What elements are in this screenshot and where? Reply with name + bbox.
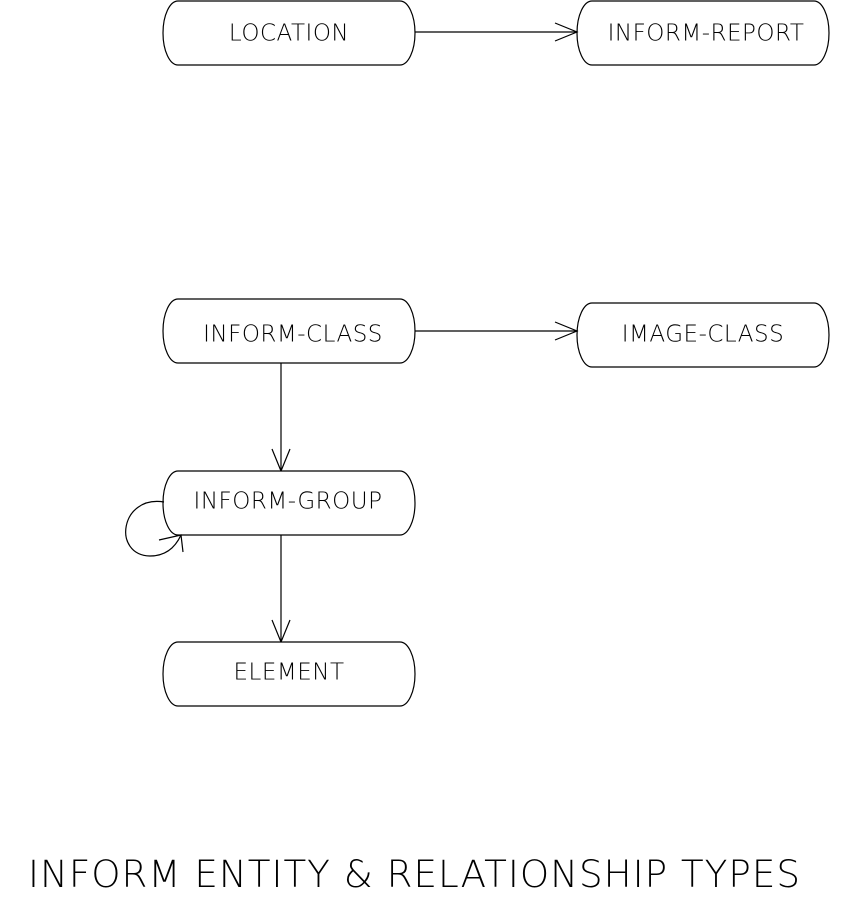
edge-inform-class-to-inform-group: [271, 363, 291, 473]
node-location-label: LOCATION: [229, 21, 349, 47]
diagram-caption: INFORM ENTITY & RELATIONSHIP TYPES: [28, 853, 801, 896]
node-inform-report-label: INFORM-REPORT: [608, 21, 805, 47]
node-element-label: ELEMENT: [233, 660, 344, 686]
node-inform-class-shape: [162, 298, 416, 364]
node-element: ELEMENT: [162, 641, 416, 707]
node-inform-group-shape: [162, 470, 416, 536]
node-location: LOCATION: [162, 0, 416, 66]
edge-inform-class-to-image-class: [415, 321, 579, 341]
node-inform-class: INFORM-CLASS: [162, 298, 416, 364]
edge-inform-group-self-loop: [125, 500, 184, 557]
node-inform-report-shape: [576, 0, 830, 66]
edge-location-to-inform-report: [415, 22, 579, 42]
node-image-class: IMAGE-CLASS: [576, 302, 830, 368]
node-inform-class-label: INFORM-CLASS: [203, 322, 383, 348]
node-location-shape: [162, 0, 416, 66]
node-inform-group: INFORM-GROUP: [162, 470, 416, 536]
node-element-shape: [162, 641, 416, 707]
node-inform-report: INFORM-REPORT: [576, 0, 830, 66]
node-image-class-shape: [576, 302, 830, 368]
node-image-class-label: IMAGE-CLASS: [622, 322, 784, 348]
edge-inform-group-to-element: [271, 535, 291, 644]
node-inform-group-label: INFORM-GROUP: [194, 489, 383, 515]
